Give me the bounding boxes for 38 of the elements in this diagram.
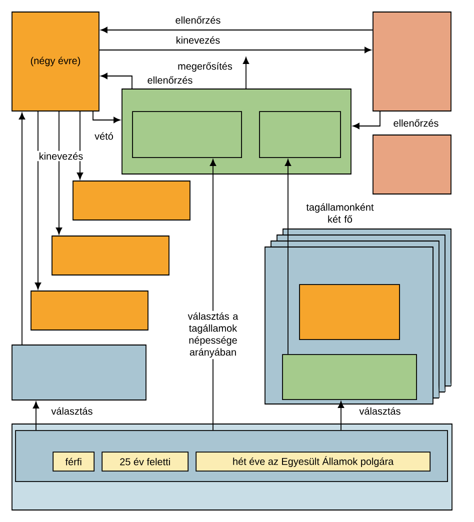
process-box	[30, 290, 148, 330]
criterion-box: férfi	[52, 452, 95, 472]
process-box	[52, 236, 170, 276]
edge-label: választás a tagállamok népessége arányában	[176, 310, 250, 360]
criterion-box: 25 év feletti	[102, 452, 189, 472]
arrow	[18, 112, 26, 345]
edge-label: ellenőrzés	[392, 118, 440, 128]
edge-label: ellenőrzés	[174, 14, 222, 26]
arrow	[100, 72, 132, 89]
arrow	[32, 402, 40, 431]
process-box: (négy évre)	[12, 12, 100, 112]
arrow	[56, 111, 62, 234]
process-box	[282, 354, 417, 400]
criterion-box: hét éve az Egyesült Államok polgára	[196, 452, 431, 472]
arrow	[34, 111, 42, 290]
edge-label: megerősítés	[176, 60, 234, 74]
process-box	[12, 344, 146, 400]
arrow	[100, 26, 373, 34]
edge-label: vétó	[93, 130, 115, 142]
arrow	[338, 401, 344, 431]
edge-label: választás	[50, 406, 94, 416]
process-box	[299, 284, 400, 340]
process-box	[132, 111, 242, 158]
arrow	[284, 159, 292, 355]
arrow	[242, 57, 250, 89]
edge-label: ellenőrzés	[146, 74, 194, 86]
edge-label: tagállamonként két fő	[298, 202, 382, 224]
arrow	[99, 46, 372, 54]
process-box	[72, 180, 190, 220]
edge-label: kinevezés	[37, 150, 85, 162]
process-box	[259, 111, 341, 158]
arrow	[92, 111, 120, 124]
arrow	[76, 111, 84, 180]
process-box	[372, 12, 452, 112]
process-box	[372, 134, 452, 194]
edge-label: kinevezés	[174, 34, 222, 46]
arrow	[352, 111, 380, 130]
edge-label: választás	[358, 406, 402, 416]
